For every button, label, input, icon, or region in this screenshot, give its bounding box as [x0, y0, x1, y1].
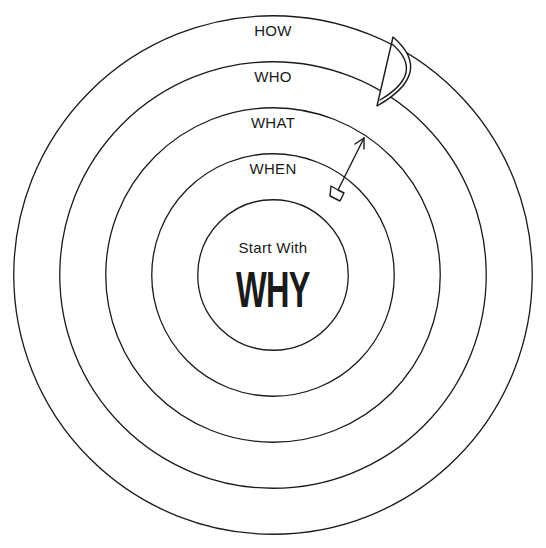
ring-text: HOW: [254, 22, 292, 40]
bow-symbol: [377, 37, 411, 106]
ring-text: WHEN: [249, 160, 296, 178]
ring-circle: [198, 200, 349, 351]
ring-text: WHO: [254, 68, 292, 86]
arrow-head: [355, 138, 364, 149]
ring-label: WHEN: [151, 160, 395, 178]
concentric-ring: WHO WHAT WHEN Start WithWHY: [59, 61, 487, 489]
center-heading: WHY: [197, 266, 349, 326]
ring-circle: [14, 16, 533, 535]
ring-circle: [152, 154, 395, 397]
ring-circle: [60, 62, 487, 489]
concentric-ring: WHAT WHEN Start WithWHY: [105, 107, 441, 443]
concentric-ring: HOW WHO WHAT WHEN Start WithWHY: [13, 15, 533, 535]
concentric-ring: Start WithWHY: [197, 199, 349, 351]
ring-label: HOW: [13, 22, 533, 40]
ring-label: WHO: [59, 68, 487, 86]
ring-circle: [106, 108, 441, 443]
ring-text: Start With: [239, 239, 308, 257]
ring-text: WHAT: [251, 114, 295, 132]
why-text: WHY: [236, 266, 310, 314]
arrow-shaft: [338, 138, 364, 190]
concentric-ring: WHEN Start WithWHY: [151, 153, 395, 397]
ring-label: Start With: [197, 239, 349, 257]
bow-inner-line: [380, 44, 406, 100]
arrow-fletching: [330, 186, 344, 201]
ring-label: WHAT: [105, 114, 441, 132]
